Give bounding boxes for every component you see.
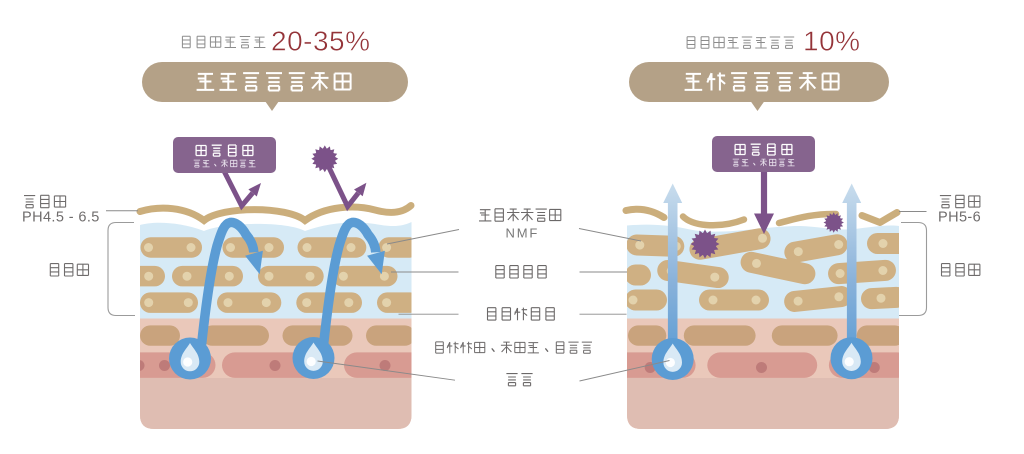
svg-text:10%: 10% [803,26,861,57]
svg-text:PH4.5 - 6.5: PH4.5 - 6.5 [22,210,100,226]
svg-text:20-35%: 20-35% [271,26,371,57]
svg-text:PH5-6: PH5-6 [938,210,981,226]
svg-text:NMF: NMF [506,226,540,241]
